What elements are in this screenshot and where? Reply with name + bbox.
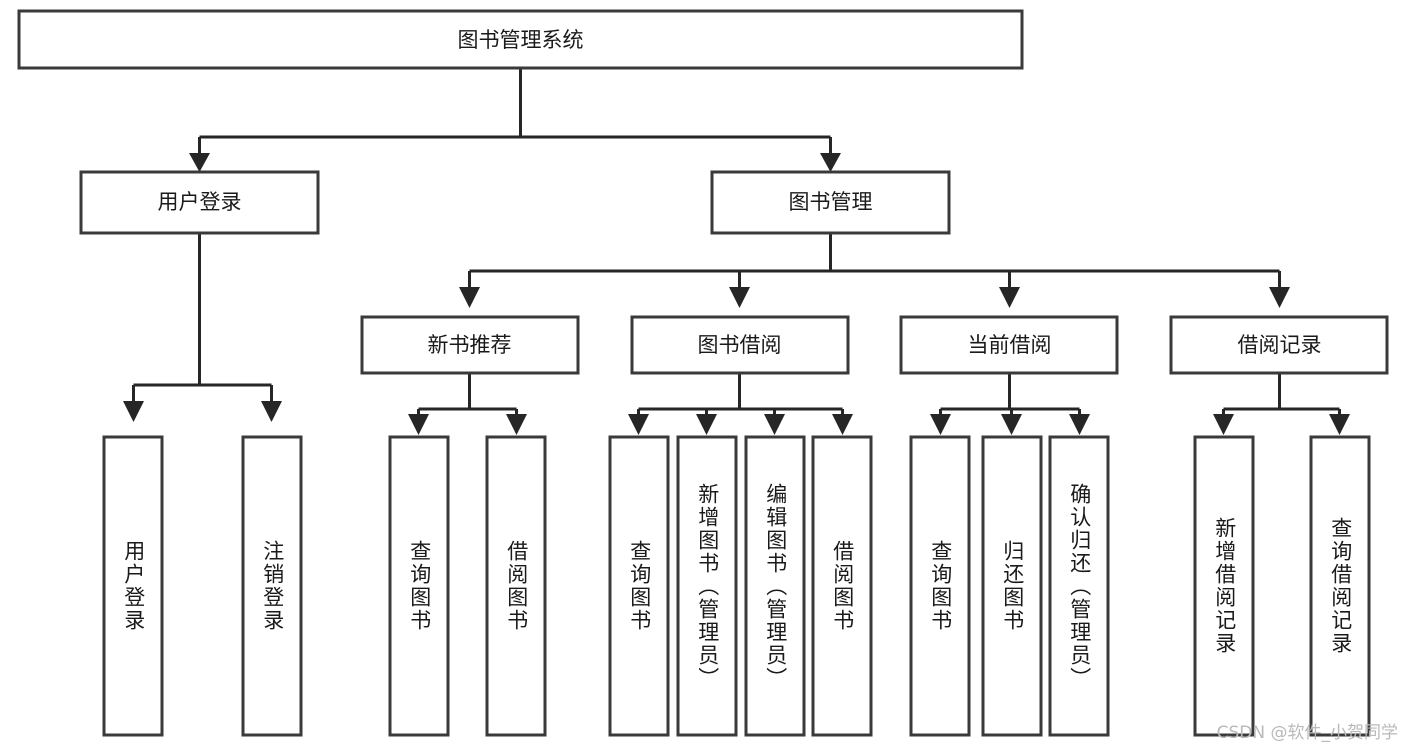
arrow-head-leaf-return-book — [1001, 414, 1022, 435]
connector-layer — [123, 68, 1350, 435]
node-new-book-recommend-box[interactable] — [360, 315, 580, 375]
node-book-borrow-label: 图书借阅 — [698, 333, 782, 357]
node-leaf-borrow-book-1-box[interactable] — [485, 435, 547, 737]
arrow-head-leaf-user-login — [123, 401, 144, 422]
arrow-head-leaf-add-borrow-record — [1213, 414, 1234, 435]
node-book-borrow[interactable]: 图书借阅 — [630, 315, 850, 375]
arrow-head-leaf-borrow-book-1 — [506, 414, 527, 435]
node-root-label: 图书管理系统 — [458, 28, 584, 52]
node-current-borrow-box[interactable] — [899, 315, 1119, 375]
arrow-head-user-login — [189, 153, 210, 172]
arrow-head-leaf-confirm-return-admin — [1069, 414, 1090, 435]
node-borrow-record[interactable]: 借阅记录 — [1169, 315, 1389, 375]
node-leaf-query-book-2-box[interactable] — [608, 435, 670, 737]
node-borrow-record-label: 借阅记录 — [1238, 333, 1322, 357]
node-leaf-confirm-return-admin-box[interactable] — [1048, 435, 1110, 737]
arrow-head-leaf-query-book-2 — [628, 414, 649, 435]
node-leaf-add-book-admin-box[interactable] — [676, 435, 738, 737]
node-book-manage-label: 图书管理 — [789, 190, 873, 214]
arrow-head-book-manage — [820, 153, 841, 172]
node-new-book-recommend-label: 新书推荐 — [428, 333, 512, 357]
node-leaf-add-borrow-record-box[interactable] — [1193, 435, 1255, 737]
node-leaf-edit-book-admin-box[interactable] — [744, 435, 806, 737]
node-leaf-query-book-1-box[interactable] — [388, 435, 450, 737]
arrow-head-borrow-record — [1269, 287, 1290, 308]
node-user-login[interactable]: 用户登录 — [79, 170, 320, 235]
node-user-login-label: 用户登录 — [158, 190, 242, 214]
node-leaf-logout-box[interactable] — [241, 435, 303, 737]
arrow-head-new-book-recommend — [459, 287, 480, 308]
arrow-head-leaf-query-book-1 — [408, 414, 429, 435]
node-leaf-borrow-book-2-box[interactable] — [811, 435, 873, 737]
node-user-login-box[interactable] — [79, 170, 320, 235]
node-leaf-return-book-box[interactable] — [981, 435, 1043, 737]
arrow-head-leaf-logout — [261, 401, 282, 422]
arrow-head-leaf-query-borrow-record — [1329, 414, 1350, 435]
node-leaf-query-book-3-box[interactable] — [909, 435, 971, 737]
arrow-head-leaf-edit-book-admin — [764, 414, 785, 435]
arrow-head-current-borrow — [999, 287, 1020, 308]
node-root-box[interactable] — [17, 9, 1024, 70]
arrow-head-book-borrow — [729, 287, 750, 308]
node-current-borrow-label: 当前借阅 — [968, 333, 1052, 357]
arrow-head-leaf-query-book-3 — [930, 414, 951, 435]
node-current-borrow[interactable]: 当前借阅 — [899, 315, 1119, 375]
node-leaf-user-login-box[interactable] — [102, 435, 164, 737]
node-book-manage-box[interactable] — [710, 170, 951, 235]
node-borrow-record-box[interactable] — [1169, 315, 1389, 375]
node-new-book-recommend[interactable]: 新书推荐 — [360, 315, 580, 375]
arrow-head-leaf-add-book-admin — [696, 414, 717, 435]
node-leaf-query-borrow-record-box[interactable] — [1309, 435, 1371, 737]
watermark-label: CSDN @软件_小贺同学 — [1216, 723, 1398, 743]
node-book-manage[interactable]: 图书管理 — [710, 170, 951, 235]
arrow-head-leaf-borrow-book-2 — [832, 414, 853, 435]
node-book-borrow-box[interactable] — [630, 315, 850, 375]
node-root[interactable]: 图书管理系统 — [17, 9, 1024, 70]
leaf-box-layer — [102, 435, 1371, 737]
